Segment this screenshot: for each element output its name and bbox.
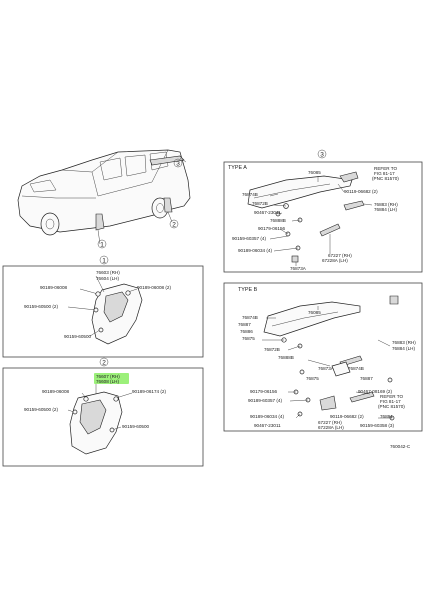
sb-l22: 90159-60358 (3) (360, 423, 394, 428)
sa-l10: 76884 (LH) (374, 207, 397, 212)
mud-rh: 76603 (RH) (96, 270, 120, 275)
callout-3-car (173, 158, 183, 168)
callout-1-section (99, 255, 109, 265)
highlight-76607 (94, 373, 129, 384)
sb-l13: 90189-06034 (4) (250, 414, 284, 419)
sb-l17: 76883 (RH) (392, 340, 416, 345)
sb-ref1: FIG 81-17 (380, 399, 401, 404)
mud-f-lh: 76608 (LH) (96, 379, 119, 384)
sb-ref0: REFER TO (380, 394, 403, 399)
sb-l20: 90119-06682 (2) (330, 414, 364, 419)
callout-3-car-label: 3 (176, 161, 180, 168)
callout-1-section-label: 1 (102, 258, 106, 265)
sa-l0: 76085 (308, 170, 321, 175)
sa-l11: 90119-06682 (2) (344, 189, 378, 194)
sb-l7: 76873A (318, 366, 335, 371)
sb-l21: 76891 (380, 414, 393, 419)
sa-l1: 76874B (242, 192, 258, 197)
sb-l18: 76884 (LH) (392, 346, 415, 351)
callout-2-car-label: 2 (172, 222, 176, 229)
type-b-title: TYPE B (238, 287, 258, 293)
sb-l6: 76888B (278, 355, 294, 360)
sa-ref0: REFER TO (374, 166, 397, 171)
spoiler-b-part (263, 301, 361, 337)
mud-f-l2: 90159-60500 (2) (24, 407, 58, 412)
sa-l3: 90467-23011 (254, 210, 281, 215)
sa-l6: 90159-60357 (4) (232, 236, 266, 241)
mud-r-l1: 90189-06008 (2) (137, 285, 171, 290)
mudguard-front-box (2, 367, 204, 467)
spoiler-type-b-box (223, 282, 423, 432)
spoiler-a-part (247, 175, 353, 209)
sa-l4: 76888B (270, 218, 286, 223)
sb-l12: 90189-60357 (4) (248, 398, 282, 403)
sb-l0: 76085 (308, 310, 321, 315)
sb-l2: 76887 (238, 322, 251, 327)
mud-f-rh: 76607 (RH) (96, 374, 120, 379)
sb-l19: 90467-08169 (2) (358, 389, 392, 394)
callout-2-section-label: 2 (102, 360, 106, 367)
sa-l8: 76873A (290, 266, 307, 271)
mud-f-l0: 90189-06008 (42, 389, 70, 394)
mud-lh: 76604 (LH) (96, 276, 119, 281)
sb-ref2: (PNC 81570) (378, 404, 405, 409)
sb-l5: 76872B (264, 347, 280, 352)
sb-l14: 90467-23011 (254, 423, 281, 428)
mud-r-l3: 90159-60500 (64, 334, 92, 339)
diagram-ref-code: 760042-C (390, 444, 411, 449)
sb-l1: 76874B (242, 315, 258, 320)
sb-l15: 67227 (RH) (318, 420, 342, 425)
callout-3-section (317, 149, 327, 159)
sb-l11: 90179-06156 (250, 389, 278, 394)
sa-ref2: (PNC 81570) (372, 176, 399, 181)
callout-1-car-label: 1 (100, 242, 104, 249)
sa-l12: 67227 (RH) (328, 253, 352, 258)
sa-l13: 67228A (LH) (322, 258, 348, 263)
callout-2-car (169, 219, 179, 229)
sb-l4: 76875 (242, 336, 255, 341)
sb-l8: 76874B (348, 366, 364, 371)
sa-ref1: FIG 81-17 (374, 171, 395, 176)
sb-l16: 67228A (LH) (318, 425, 344, 430)
mud-r-l2: 90159-60500 (2) (24, 304, 58, 309)
mud-r-l0: 90189-06008 (40, 285, 68, 290)
mudguard-rear-box (2, 265, 204, 358)
mud-f-l3: 90159-60500 (122, 424, 150, 429)
car-illustration (17, 149, 191, 245)
callout-1-car (97, 239, 107, 249)
sb-l3: 76886 (240, 329, 253, 334)
spoiler-type-a-box (223, 161, 423, 273)
sb-l9: 76875 (306, 376, 319, 381)
sb-l10: 76887 (360, 376, 373, 381)
sa-l2: 76872B (252, 201, 268, 206)
sa-l7: 90189-06034 (4) (238, 248, 272, 253)
callout-2-section (99, 357, 109, 367)
mud-f-l1: 90189-06174 (2) (132, 389, 166, 394)
callout-3-section-label: 3 (320, 152, 324, 159)
type-a-title: TYPE A (228, 165, 247, 171)
sa-l9: 76883 (RH) (374, 202, 398, 207)
sa-l5: 90179-06156 (258, 226, 286, 231)
